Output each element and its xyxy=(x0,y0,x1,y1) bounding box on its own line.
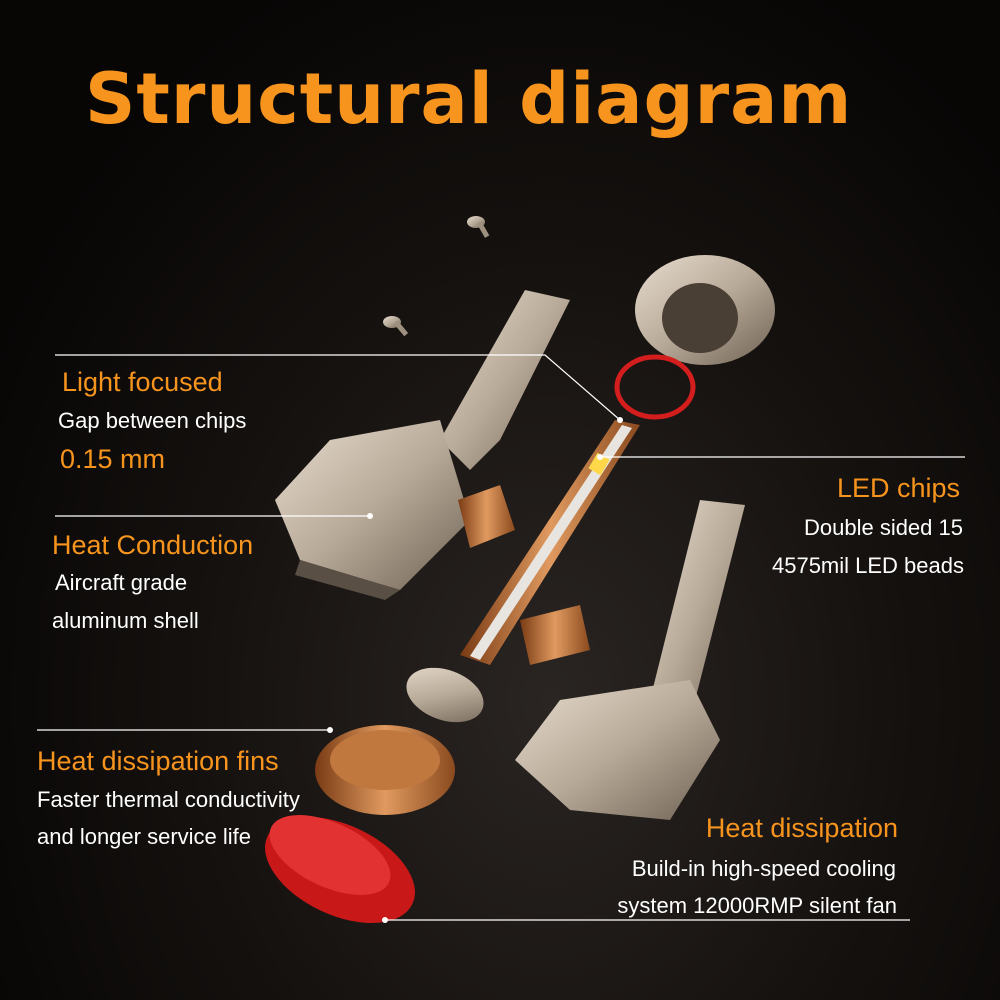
washer xyxy=(406,667,484,723)
callout-dots xyxy=(327,417,623,923)
heatsink-block xyxy=(458,485,590,665)
heat-dissipation-line2: system 12000RMP silent fan xyxy=(617,893,897,918)
o-ring xyxy=(614,354,696,420)
led-chips-line1: Double sided 15 xyxy=(803,515,963,540)
fins-heading: Heat dissipation fins xyxy=(37,746,279,776)
heat-conduction-line1: Aircraft grade xyxy=(55,570,188,595)
led-chips-line2: 4575mil LED beads xyxy=(771,553,964,578)
led-chips-heading: LED chips xyxy=(836,473,960,503)
page-title: Structural diagram xyxy=(85,58,853,140)
heat-dissipation-fins xyxy=(315,725,455,815)
heat-conduction-heading: Heat Conduction xyxy=(52,530,254,560)
cap-ring xyxy=(635,255,775,365)
led-board xyxy=(460,420,640,665)
heat-conduction-line2: aluminum shell xyxy=(52,608,199,633)
upper-aluminum-shell xyxy=(275,290,570,600)
callout-lines xyxy=(37,354,965,921)
screw-icon xyxy=(467,216,490,238)
chip-gap-value: 0.15 mm xyxy=(60,444,166,474)
heat-dissipation-line1: Build-in high-speed cooling xyxy=(631,856,896,881)
light-focused-text: Gap between chips xyxy=(58,408,247,433)
heat-dissipation-heading: Heat dissipation xyxy=(705,813,898,843)
cooling-fan xyxy=(265,815,415,923)
screw-icon xyxy=(383,316,409,337)
light-focused-heading: Light focused xyxy=(62,367,223,397)
lower-aluminum-shell xyxy=(515,500,745,820)
fins-line1: Faster thermal conductivity xyxy=(37,787,300,812)
fins-line2: and longer service life xyxy=(37,824,252,849)
